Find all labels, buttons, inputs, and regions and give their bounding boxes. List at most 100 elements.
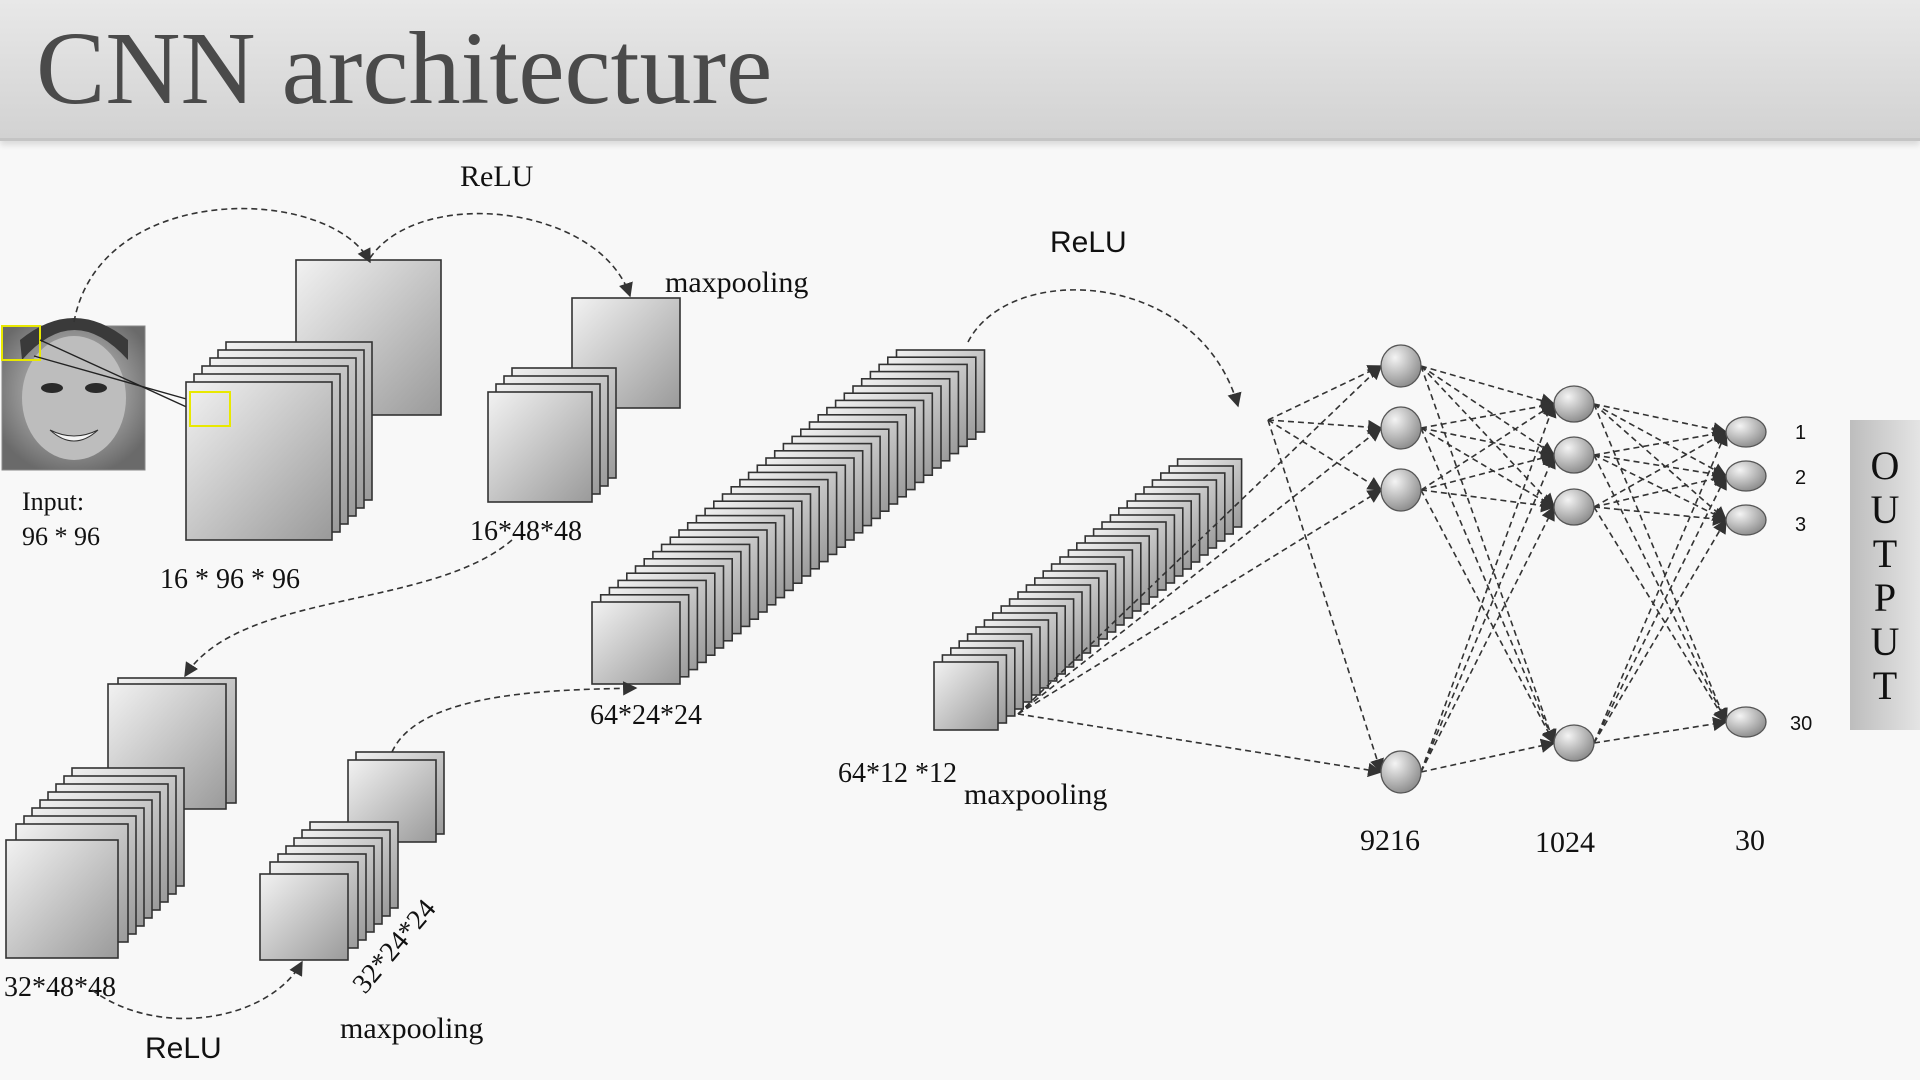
- feature-map-sheet: [259, 873, 349, 961]
- dim-label-32x48: 32*48*48: [4, 972, 116, 1003]
- neuron-node: [1380, 406, 1422, 450]
- arrow-conv3-to-pool3: [967, 289, 1242, 408]
- output-letter: T: [1872, 663, 1898, 708]
- dim-label-64x12: 64*12 *12: [838, 758, 957, 789]
- output-node-label-30: 30: [1790, 713, 1812, 735]
- output-node-label-3: 3: [1795, 514, 1806, 536]
- fc-connection: [1420, 489, 1556, 513]
- arrow-conv2-to-pool2: [91, 960, 303, 1020]
- feature-map-stack-64x24: [591, 349, 986, 685]
- dim-label-16x96: 16 * 96 * 96: [160, 564, 300, 595]
- fc-nodes: [1380, 344, 1767, 794]
- fc-connection: [1420, 427, 1556, 508]
- fc-connection: [1420, 451, 1556, 491]
- fc-connection: [1593, 471, 1728, 508]
- fc-connection: [1267, 365, 1383, 421]
- fc-connection: [1017, 489, 1383, 715]
- neuron-node: [1380, 344, 1422, 388]
- feature-map-stack-64x12: [933, 458, 1243, 731]
- fc-connection: [1017, 713, 1383, 778]
- feature-map-sheet: [5, 839, 119, 959]
- fc-connection: [1420, 402, 1557, 773]
- fc-connection: [1593, 427, 1728, 456]
- neuron-node: [1380, 750, 1422, 794]
- feature-map-stack-16x96: [185, 259, 442, 541]
- maxpooling-label-bottom: maxpooling: [340, 1012, 483, 1045]
- dim-label-64x24: 64*24*24: [590, 700, 702, 731]
- fc-connection: [1420, 738, 1556, 773]
- fc-connection: [1267, 419, 1383, 491]
- fc-connection: [1420, 399, 1556, 429]
- flow-arrows: [73, 207, 1242, 1020]
- arrow-conv1-to-pool1: [369, 212, 633, 298]
- output-letter: U: [1870, 487, 1900, 532]
- feature-map-stack-32x24: [259, 751, 445, 961]
- fc-connection: [1420, 489, 1555, 745]
- feature-map-sheet: [487, 391, 593, 503]
- feature-map-sheet: [185, 381, 333, 541]
- title-bar: CNN architecture: [0, 0, 1920, 141]
- feature-map-stack-16x48: [487, 297, 681, 503]
- fc-connection: [1420, 365, 1556, 456]
- fc-connection: [1593, 518, 1727, 744]
- neuron-node: [1725, 416, 1767, 448]
- neuron-node: [1553, 724, 1595, 762]
- fc-connection: [1593, 506, 1727, 724]
- neuron-node: [1725, 460, 1767, 492]
- fc-connection: [1593, 454, 1728, 521]
- arrow-pool1-to-conv2: [184, 539, 513, 678]
- relu-label-top: ReLU: [460, 160, 534, 193]
- fc-connection: [1420, 427, 1556, 745]
- fc-layer-label-1024: 1024: [1535, 826, 1595, 859]
- fc-connection: [1593, 431, 1728, 508]
- output-box: O U T P U T: [1850, 420, 1920, 730]
- neuron-node: [1553, 436, 1595, 474]
- neuron-node: [1725, 706, 1767, 738]
- fc-connection: [1420, 505, 1555, 773]
- output-letter: U: [1870, 619, 1900, 664]
- output-letter: T: [1872, 531, 1898, 576]
- fc-layer-label-9216: 9216: [1360, 824, 1420, 857]
- feature-map-sheet: [933, 661, 999, 731]
- fc-connection: [1593, 430, 1728, 744]
- input-image: [1, 318, 216, 471]
- input-size-label: 96 * 96: [22, 522, 100, 551]
- fc-connection: [1593, 403, 1728, 724]
- fc-connection: [1420, 365, 1556, 408]
- fc-connections: [1017, 365, 1728, 778]
- input-label: Input:: [22, 487, 84, 516]
- feature-map-stack-32x48: [5, 677, 237, 959]
- relu-label-bottom: ReLU: [145, 1032, 222, 1065]
- fc-connection: [1593, 716, 1728, 744]
- neuron-node: [1553, 385, 1595, 423]
- fc-connection: [1017, 427, 1383, 715]
- fc-connection: [1420, 403, 1556, 491]
- maxpooling-label-mid: maxpooling: [964, 778, 1107, 811]
- fc-connection: [1593, 454, 1728, 482]
- fc-layer-label-30: 30: [1735, 824, 1765, 857]
- arrow-input-to-conv1: [73, 207, 371, 323]
- fc-connection: [1420, 365, 1557, 745]
- fc-connection: [1420, 453, 1556, 773]
- fc-connection: [1267, 419, 1384, 774]
- neuron-node: [1725, 504, 1767, 536]
- fc-connection: [1267, 419, 1383, 435]
- output-node-label-1: 1: [1795, 422, 1806, 444]
- output-letter: O: [1870, 443, 1900, 488]
- fc-connection: [1017, 365, 1383, 715]
- fc-connection: [1420, 427, 1556, 460]
- maxpooling-label-top: maxpooling: [665, 266, 808, 299]
- dim-label-16x48: 16*48*48: [470, 516, 582, 547]
- relu-label-mid: ReLU: [1050, 226, 1127, 259]
- page-title: CNN architecture: [36, 11, 773, 126]
- receptive-field-box: [189, 391, 231, 427]
- neuron-node: [1553, 488, 1595, 526]
- fc-connection: [1420, 365, 1555, 509]
- feature-map-sheet: [591, 601, 681, 685]
- fc-connection: [1593, 403, 1728, 437]
- arrow-pool2-to-conv3: [391, 681, 638, 753]
- neuron-node: [1380, 468, 1422, 512]
- fc-connection: [1593, 474, 1727, 744]
- output-node-label-2: 2: [1795, 467, 1806, 489]
